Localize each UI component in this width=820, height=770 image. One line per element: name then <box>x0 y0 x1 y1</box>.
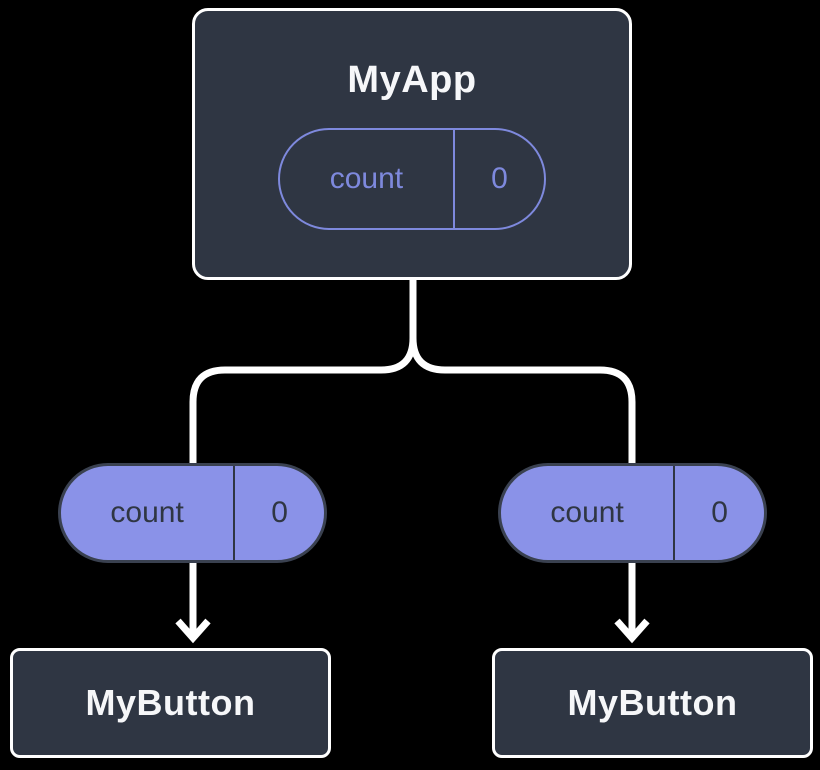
branch-line-right <box>409 280 636 637</box>
prop-pill-name: count <box>61 466 236 560</box>
prop-pill-right: count 0 <box>498 463 767 563</box>
component-title: MyButton <box>85 682 256 723</box>
state-pill-value: 0 <box>491 162 508 195</box>
prop-pill-left: count 0 <box>58 463 327 563</box>
component-title: MyApp <box>347 59 477 101</box>
branch-line-left <box>189 280 417 637</box>
arrowhead-left-icon <box>175 618 211 644</box>
component-card-myapp: MyApp count 0 <box>192 8 632 280</box>
prop-pill-value: 0 <box>711 496 728 529</box>
prop-pill-value: 0 <box>271 496 288 529</box>
arrowhead-right-icon <box>614 618 650 644</box>
state-pill-name: count <box>280 130 455 228</box>
component-card-mybutton-right: MyButton <box>492 648 813 758</box>
prop-pill-name: count <box>501 466 676 560</box>
state-pill: count 0 <box>278 128 546 230</box>
component-card-mybutton-left: MyButton <box>10 648 331 758</box>
component-title: MyButton <box>567 682 738 723</box>
